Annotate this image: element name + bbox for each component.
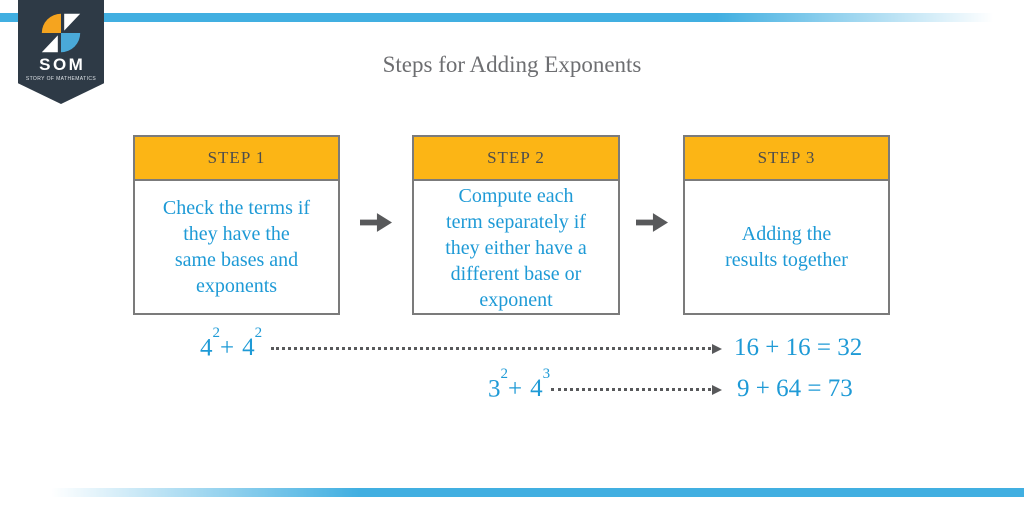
right-arrow-icon xyxy=(636,213,668,232)
som-logo-text: SOM xyxy=(39,55,86,74)
som-logo-badge: SOM STORY OF MATHEMATICS xyxy=(18,0,104,104)
dotted-arrowhead-icon xyxy=(712,344,722,354)
bottom-brand-stripe xyxy=(0,488,1024,497)
example-1-expression: 42+42 xyxy=(200,325,263,362)
dotted-arrowhead-icon xyxy=(712,385,722,395)
step-1-header: STEP 1 xyxy=(135,137,338,181)
step-3-body: Adding the results together xyxy=(725,223,848,271)
step-2-header: STEP 2 xyxy=(414,137,618,181)
step-box-1: STEP 1 Check the terms if they have the … xyxy=(133,135,340,315)
step-3-header: STEP 3 xyxy=(685,137,888,181)
example-1-result: 16 + 16 = 32 xyxy=(734,334,863,361)
step-2-body: Compute each term separately if they eit… xyxy=(445,185,587,311)
right-arrow-icon xyxy=(360,213,392,232)
step-box-2: STEP 2 Compute each term separately if t… xyxy=(412,135,620,315)
page-title: Steps for Adding Exponents xyxy=(382,52,642,77)
step-box-3: STEP 3 Adding the results together xyxy=(683,135,890,315)
example-2-expression: 32+43 xyxy=(488,366,551,403)
som-logo-tagline: STORY OF MATHEMATICS xyxy=(25,76,97,82)
top-brand-stripe xyxy=(0,13,1024,22)
step-1-body: Check the terms if they have the same ba… xyxy=(162,197,311,297)
example-2-result: 9 + 64 = 73 xyxy=(737,375,853,402)
som-logo-icon xyxy=(41,13,81,53)
dotted-connector-2 xyxy=(551,388,711,391)
dotted-connector-1 xyxy=(271,347,711,350)
